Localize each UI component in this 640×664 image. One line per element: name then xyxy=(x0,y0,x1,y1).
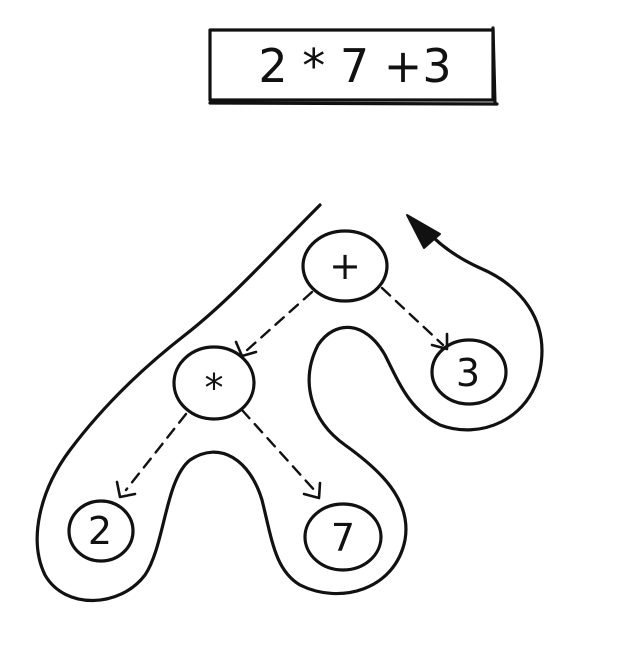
node-plus-label: + xyxy=(329,244,361,288)
node-times-label: * xyxy=(205,366,224,410)
traversal-contour-path xyxy=(35,203,544,603)
expression-box-right-edge xyxy=(491,26,497,106)
tree-nodes: + * 3 2 7 xyxy=(67,229,508,572)
edge-times-seven-arrow xyxy=(302,481,322,500)
node-times-circle xyxy=(172,345,256,421)
edge-plus-times xyxy=(243,290,314,354)
node-three-label: 3 xyxy=(456,351,480,395)
expression-box: 2 * 7 +3 xyxy=(208,26,499,106)
traversal-arrowhead xyxy=(406,214,441,249)
node-seven-circle xyxy=(303,502,383,572)
node-times: * xyxy=(172,345,256,421)
node-three: 3 xyxy=(430,338,508,406)
node-three-circle xyxy=(430,338,508,406)
node-two-circle xyxy=(67,499,135,563)
tree-edges xyxy=(115,286,449,500)
node-seven-label: 7 xyxy=(331,516,355,560)
node-plus-circle xyxy=(301,229,389,303)
node-plus: + xyxy=(301,229,389,303)
edge-times-two xyxy=(124,412,188,492)
edge-times-seven xyxy=(240,408,318,494)
node-seven: 7 xyxy=(303,502,383,572)
node-two-label: 2 xyxy=(88,509,112,553)
edge-times-two-arrow xyxy=(115,480,137,499)
edge-plus-three-arrow xyxy=(430,332,449,351)
expression-text: 2 * 7 +3 xyxy=(258,39,451,93)
edge-plus-three xyxy=(380,286,445,347)
node-two: 2 xyxy=(67,499,135,563)
expression-box-underline xyxy=(208,101,499,106)
